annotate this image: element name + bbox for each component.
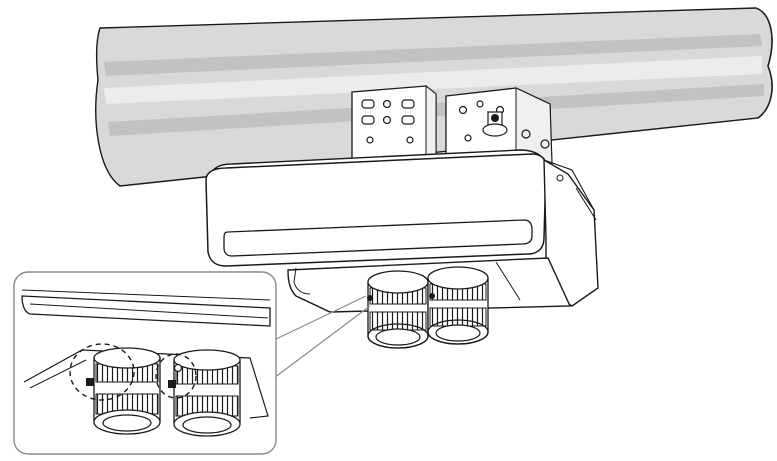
lens-right [427, 266, 489, 345]
mounting-screw-top [482, 111, 508, 137]
callout-line-upper [273, 295, 367, 341]
inset-lens-right [168, 349, 241, 437]
lens-left [367, 270, 429, 349]
inset-lens-right-lock-screw [168, 380, 176, 388]
lens-right-lock-screw [429, 293, 435, 299]
inset-lens-left [86, 347, 161, 435]
dashed-highlight-circle-right [155, 353, 197, 399]
rail-groove-upper [104, 34, 762, 76]
rail-end-face [755, 7, 773, 119]
housing-front-strip [223, 219, 533, 257]
housing-side-block [543, 158, 599, 307]
callout-lines [273, 295, 371, 379]
lens-left-lock-screw [367, 295, 373, 301]
inset-underside [23, 349, 269, 419]
dashed-highlight-circle-left [69, 343, 135, 401]
rail-highlight [104, 56, 762, 104]
inset-detail [13, 271, 277, 455]
callout-line-lower [273, 305, 371, 379]
inset-lens-left-lock-screw [86, 378, 94, 386]
